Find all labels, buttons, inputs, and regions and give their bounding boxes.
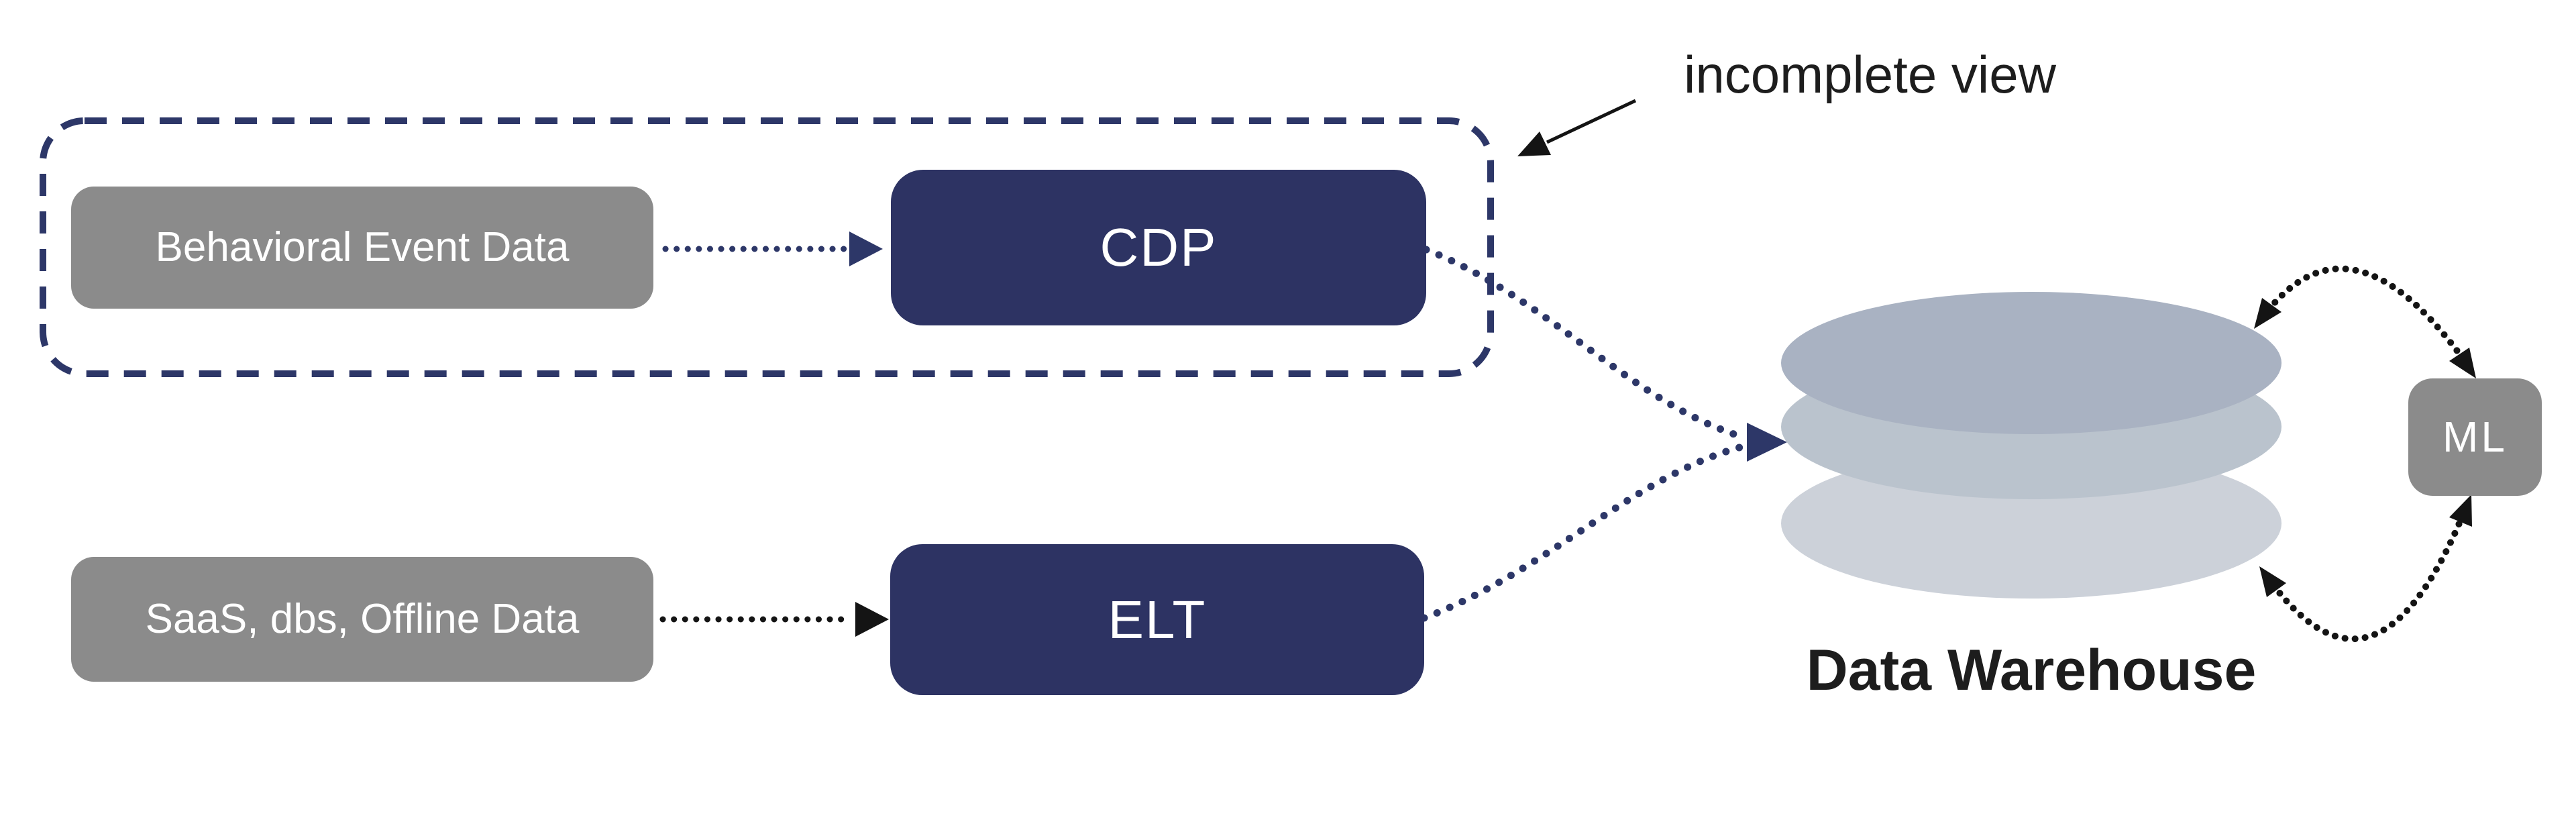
- top-arc-warehouse-arrowhead-icon: [2254, 298, 2282, 329]
- cdp-box: CDP: [891, 170, 1426, 325]
- elt-to-warehouse-dotted-curve: [1420, 442, 1748, 622]
- incomplete-view-label: incomplete view: [1684, 45, 2056, 104]
- data-warehouse-label: Data Warehouse: [1806, 638, 2257, 703]
- warehouse-ml-bottom-dotted-arc: [2264, 497, 2472, 643]
- saas-to-elt-arrowhead-icon: [855, 602, 889, 637]
- top-arc-ml-arrowhead-icon: [2449, 348, 2476, 378]
- elt-box: ELT: [890, 544, 1424, 695]
- elt-label: ELT: [1108, 589, 1207, 650]
- ml-box: ML: [2408, 378, 2542, 496]
- bottom-arc-warehouse-arrowhead-icon: [2259, 566, 2286, 597]
- warehouse-disc-top: [1781, 292, 2282, 434]
- ml-label: ML: [2443, 413, 2508, 462]
- bottom-arc-ml-arrowhead-icon: [2449, 495, 2472, 527]
- behavioral-to-cdp-arrowhead-icon: [849, 231, 883, 266]
- annotation-arrowhead-icon: [1517, 132, 1551, 156]
- annotation-arrow-line: [1546, 99, 1637, 144]
- merged-warehouse-arrowhead-icon: [1747, 423, 1787, 462]
- cdp-to-warehouse-dotted-curve: [1422, 246, 1748, 442]
- incomplete-group-outline: [40, 117, 1494, 377]
- saas-dbs-offline-data-label: SaaS, dbs, Offline Data: [145, 595, 580, 642]
- behavioral-event-data-label: Behavioral Event Data: [155, 223, 570, 270]
- warehouse-ml-top-dotted-arc: [2259, 265, 2475, 374]
- saas-dbs-offline-data-box: SaaS, dbs, Offline Data: [71, 557, 653, 682]
- behavioral-event-data-box: Behavioral Event Data: [71, 187, 653, 309]
- cdp-label: CDP: [1099, 217, 1218, 277]
